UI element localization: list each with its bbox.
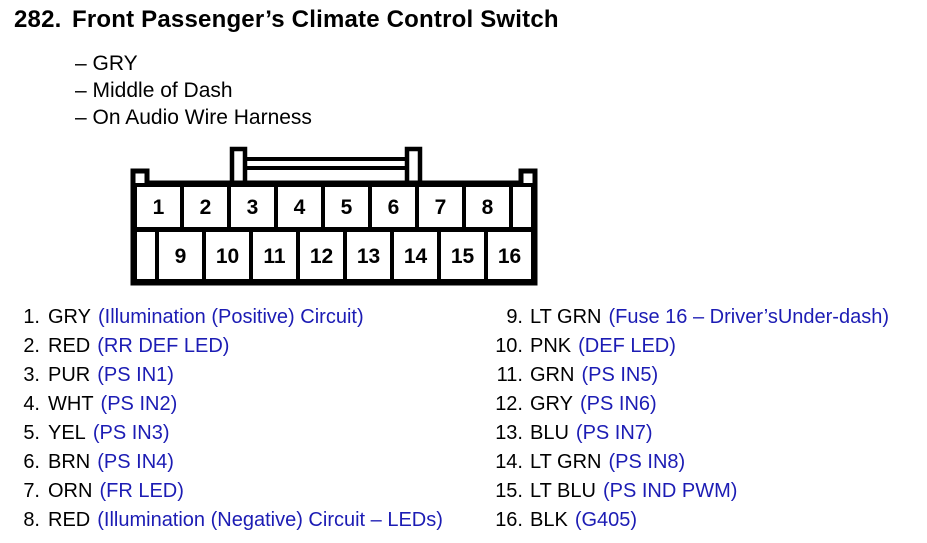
pin-number: 14. xyxy=(495,451,523,473)
wire-color: ORN xyxy=(48,480,93,502)
pin-number-16: 16 xyxy=(498,245,521,268)
latch-right-tab xyxy=(404,146,423,186)
pin-list-left: 1. GRY (Illumination (Positive) Circuit) 2… xyxy=(12,303,443,535)
circuit-label: (G405) xyxy=(574,509,638,531)
pin-number: 13. xyxy=(495,422,523,444)
pin-number: 11. xyxy=(496,364,523,386)
circuit-label: (FR LED) xyxy=(99,480,184,502)
circuit-label: (PS IN6) xyxy=(579,393,657,415)
pin-list-right: 9. LT GRN (Fuse 16 – Driver’sUnder-dash) 1… xyxy=(492,303,889,535)
pin-list-item: 16. BLK (G405) xyxy=(492,506,889,535)
wire-color: LT BLU xyxy=(530,480,596,502)
pin-list-item: 4. WHT (PS IN2) xyxy=(12,390,443,419)
note-item: – Middle of Dash xyxy=(75,79,233,102)
circuit-label: (RR DEF LED) xyxy=(97,335,230,357)
top-right-blank-cell xyxy=(509,183,535,231)
wire-color: BRN xyxy=(48,451,91,473)
pin-list-item: 6. BRN (PS IN4) xyxy=(12,448,443,477)
circuit-label: (Illumination (Positive) Circuit) xyxy=(97,306,364,328)
pin-list-item: 10. PNK (DEF LED) xyxy=(492,332,889,361)
pin-list-item: 1. GRY (Illumination (Positive) Circuit) xyxy=(12,303,443,332)
wire-color: BLU xyxy=(530,422,569,444)
pin-list-item: 8. RED (Illumination (Negative) Circuit – … xyxy=(12,506,443,535)
wire-color: WHT xyxy=(48,393,94,415)
section-number: 282. xyxy=(14,6,62,33)
pin-number: 12. xyxy=(495,393,523,415)
pin-number-13: 13 xyxy=(357,245,380,268)
wire-color: BLK xyxy=(530,509,568,531)
pin-number: 6. xyxy=(23,451,40,473)
pin-number-5: 5 xyxy=(341,196,353,219)
connector-diagram: 1 2 3 4 5 6 7 8 9 10 11 12 13 14 15 16 xyxy=(130,146,550,288)
pin-number-10: 10 xyxy=(216,245,239,268)
pin-list-item: 15. LT BLU (PS IND PWM) xyxy=(492,477,889,506)
pin-number-3: 3 xyxy=(247,196,259,219)
wire-color: LT GRN xyxy=(530,451,602,473)
wire-color: GRY xyxy=(48,306,91,328)
pin-number: 1. xyxy=(23,306,40,328)
note-item: – On Audio Wire Harness xyxy=(75,106,312,129)
notes-list: – GRY – Middle of Dash – On Audio Wire H… xyxy=(75,50,312,131)
circuit-label: (PS IN5) xyxy=(581,364,659,386)
circuit-label: (PS IN4) xyxy=(97,451,174,473)
circuit-label: (PS IN3) xyxy=(92,422,170,444)
wire-color: PUR xyxy=(48,364,91,386)
wire-color: GRY xyxy=(530,393,573,415)
pin-list-item: 7. ORN (FR LED) xyxy=(12,477,443,506)
pin-number-9: 9 xyxy=(175,245,187,268)
note-item: – GRY xyxy=(75,52,138,75)
wire-color: RED xyxy=(48,335,91,357)
circuit-label: (PS IN7) xyxy=(575,422,653,444)
connector-svg: 1 2 3 4 5 6 7 8 9 10 11 12 13 14 15 16 xyxy=(130,146,538,286)
pin-list-item: 9. LT GRN (Fuse 16 – Driver’sUnder-dash) xyxy=(492,303,889,332)
pin-list-item: 3. PUR (PS IN1) xyxy=(12,361,443,390)
circuit-label: (PS IN8) xyxy=(608,451,686,473)
pin-number: 16. xyxy=(495,509,523,531)
wire-color: GRN xyxy=(530,364,575,386)
pin-number: 10. xyxy=(495,335,523,357)
page-title: Front Passenger’s Climate Control Switch xyxy=(72,6,559,33)
pin-number-2: 2 xyxy=(200,196,212,219)
pin-cell-16 xyxy=(484,228,535,283)
pin-cell-14 xyxy=(390,228,441,283)
pin-list-item: 5. YEL (PS IN3) xyxy=(12,419,443,448)
pin-number: 3. xyxy=(23,364,40,386)
pin-number-4: 4 xyxy=(294,196,306,219)
pin-number: 2. xyxy=(23,335,40,357)
wire-color: RED xyxy=(48,509,91,531)
pin-cell-4 xyxy=(274,183,325,231)
latch-bar xyxy=(234,157,418,170)
pin-number-1: 1 xyxy=(153,196,165,219)
pin-number: 8. xyxy=(23,509,40,531)
wire-color: LT GRN xyxy=(530,306,602,328)
wire-color: YEL xyxy=(48,422,86,444)
pin-number: 7. xyxy=(23,480,40,502)
circuit-label: (PS IN1) xyxy=(97,364,174,386)
pin-number: 15. xyxy=(495,480,523,502)
circuit-label: (PS IND PWM) xyxy=(602,480,738,502)
pin-number-12: 12 xyxy=(310,245,333,268)
section-header: 282. Front Passenger’s Climate Control S… xyxy=(14,6,559,34)
circuit-label: (DEF LED) xyxy=(578,335,676,357)
latch-left-tab xyxy=(229,146,248,186)
pin-number-8: 8 xyxy=(482,196,494,219)
pin-number-15: 15 xyxy=(451,245,475,268)
pin-list-item: 12. GRY (PS IN6) xyxy=(492,390,889,419)
pin-number-11: 11 xyxy=(263,245,286,268)
pin-list-item: 14. LT GRN (PS IN8) xyxy=(492,448,889,477)
pin-number: 5. xyxy=(23,422,40,444)
pin-number: 4. xyxy=(23,393,40,415)
circuit-label: (PS IN2) xyxy=(100,393,178,415)
pin-number-14: 14 xyxy=(404,245,428,268)
circuit-label: (Illumination (Negative) Circuit – LEDs) xyxy=(97,509,443,531)
pin-list-item: 11. GRN (PS IN5) xyxy=(492,361,889,390)
wire-color: PNK xyxy=(530,335,572,357)
bottom-left-blank-cell xyxy=(133,228,159,283)
pin-list-item: 13. BLU (PS IN7) xyxy=(492,419,889,448)
pin-number-6: 6 xyxy=(388,196,400,219)
pin-number: 9. xyxy=(506,306,523,328)
pin-number-7: 7 xyxy=(435,196,447,219)
circuit-label: (Fuse 16 – Driver’sUnder-dash) xyxy=(608,306,889,328)
pin-list-item: 2. RED (RR DEF LED) xyxy=(12,332,443,361)
